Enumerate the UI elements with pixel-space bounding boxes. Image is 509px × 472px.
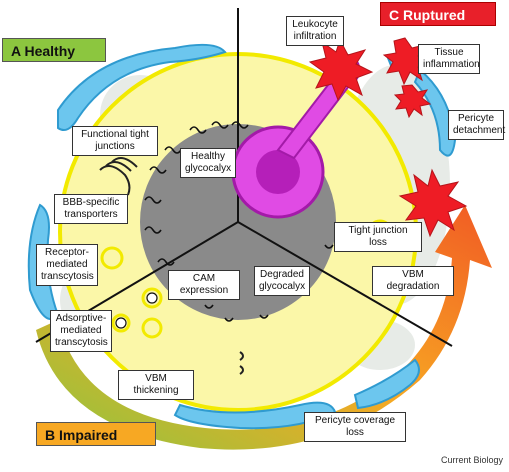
label-healthy-glycocalyx-line-1: Healthy (191, 151, 225, 162)
panel-healthy-tag: A Healthy (2, 38, 106, 62)
label-adsorptive-transcytosis-line-3: transcytosis (55, 337, 108, 348)
credit-text: Current Biology (440, 455, 503, 465)
glycocalyx-fibers (144, 121, 334, 322)
label-receptor-transcytosis-line-3: transcytosis (41, 271, 94, 282)
label-pericyte-coverage-loss-line-2: loss (346, 427, 364, 438)
label-vbm-thickening: VBM thickening (118, 370, 194, 400)
panel-ruptured-tag: C Ruptured (380, 2, 496, 26)
label-pericyte-detachment-line-1: Pericyte (457, 113, 495, 124)
label-leukocyte-infiltration-line-1: Leukocyte (292, 19, 338, 30)
label-bbb-transporters-line-2: transporters (64, 209, 118, 220)
label-leukocyte-infiltration-line-2: infiltration (293, 31, 337, 42)
label-cam-expression-line-2: expression (179, 285, 229, 296)
panel-impaired-tag: B Impaired (36, 422, 156, 446)
label-receptor-transcytosis-line-2: mediated (46, 259, 88, 270)
label-degraded-glycocalyx-line-1: Degraded (260, 269, 304, 280)
label-vbm-degradation: VBM degradation (372, 266, 454, 296)
label-functional-tight-junctions-line-1: Functional tight (81, 129, 149, 140)
label-adsorptive-transcytosis-line-1: Adsorptive- (55, 313, 107, 324)
label-tissue-inflammation-line-1: Tissue (434, 47, 464, 58)
label-healthy-glycocalyx-line-2: glycocalyx (185, 163, 232, 174)
label-cam-expression-line-1: CAM (192, 273, 216, 284)
tight-junction-strands (99, 157, 244, 375)
label-functional-tight-junctions-line-2: junctions (95, 141, 135, 152)
plus-markers (115, 292, 158, 329)
label-degraded-glycocalyx-line-2: glycocalyx (259, 281, 306, 292)
label-pericyte-coverage-loss-line-1: Pericyte coverage (314, 415, 396, 426)
label-tight-junction-loss: Tight junction loss (334, 222, 422, 252)
label-adsorptive-transcytosis-line-2: mediated (60, 325, 102, 336)
label-bbb-transporters-line-1: BBB-specific (62, 197, 120, 208)
label-pericyte-detachment-line-2: detachment (453, 125, 506, 136)
label-tissue-inflammation-line-2: inflammation (423, 59, 480, 70)
label-receptor-transcytosis-line-1: Receptor- (45, 247, 89, 258)
